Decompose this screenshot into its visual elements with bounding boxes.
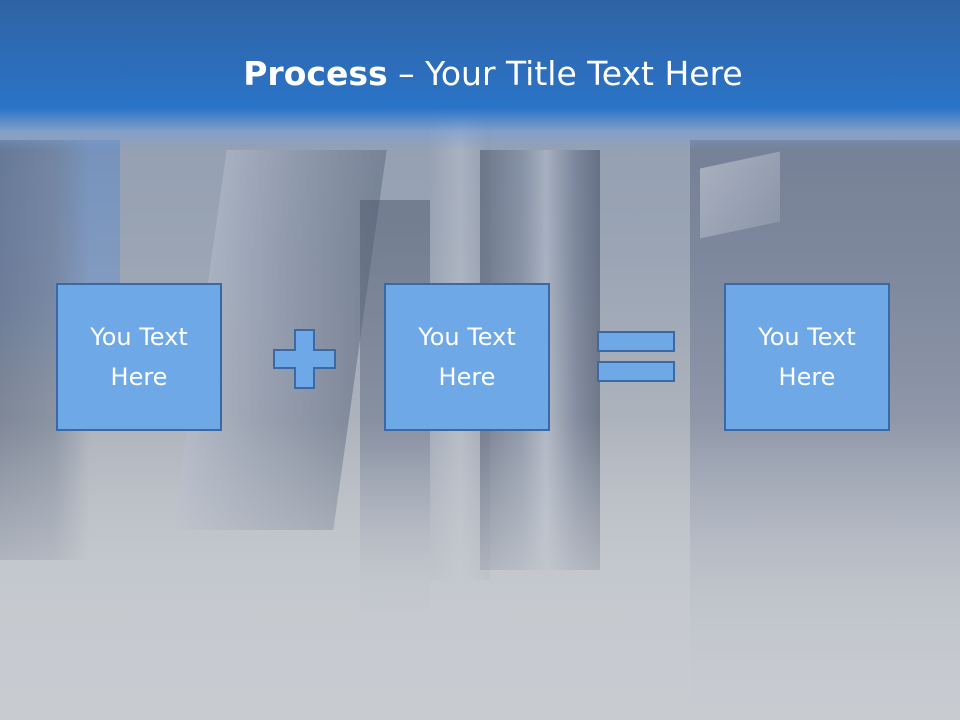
equals-icon[interactable] (597, 331, 675, 383)
process-box-3[interactable]: You Text Here (724, 283, 890, 431)
process-box-1[interactable]: You Text Here (56, 283, 222, 431)
process-box-label: You Text Here (758, 323, 856, 391)
process-box-label: You Text Here (418, 323, 516, 391)
slide-title[interactable]: Process – Your Title Text Here (0, 52, 960, 96)
background-fade (0, 420, 960, 720)
title-bold: Process (243, 54, 388, 93)
process-box-2[interactable]: You Text Here (384, 283, 550, 431)
title-rest: – Your Title Text Here (387, 54, 743, 93)
title-band (0, 0, 960, 150)
plus-icon[interactable] (273, 329, 336, 389)
process-box-label: You Text Here (90, 323, 188, 391)
